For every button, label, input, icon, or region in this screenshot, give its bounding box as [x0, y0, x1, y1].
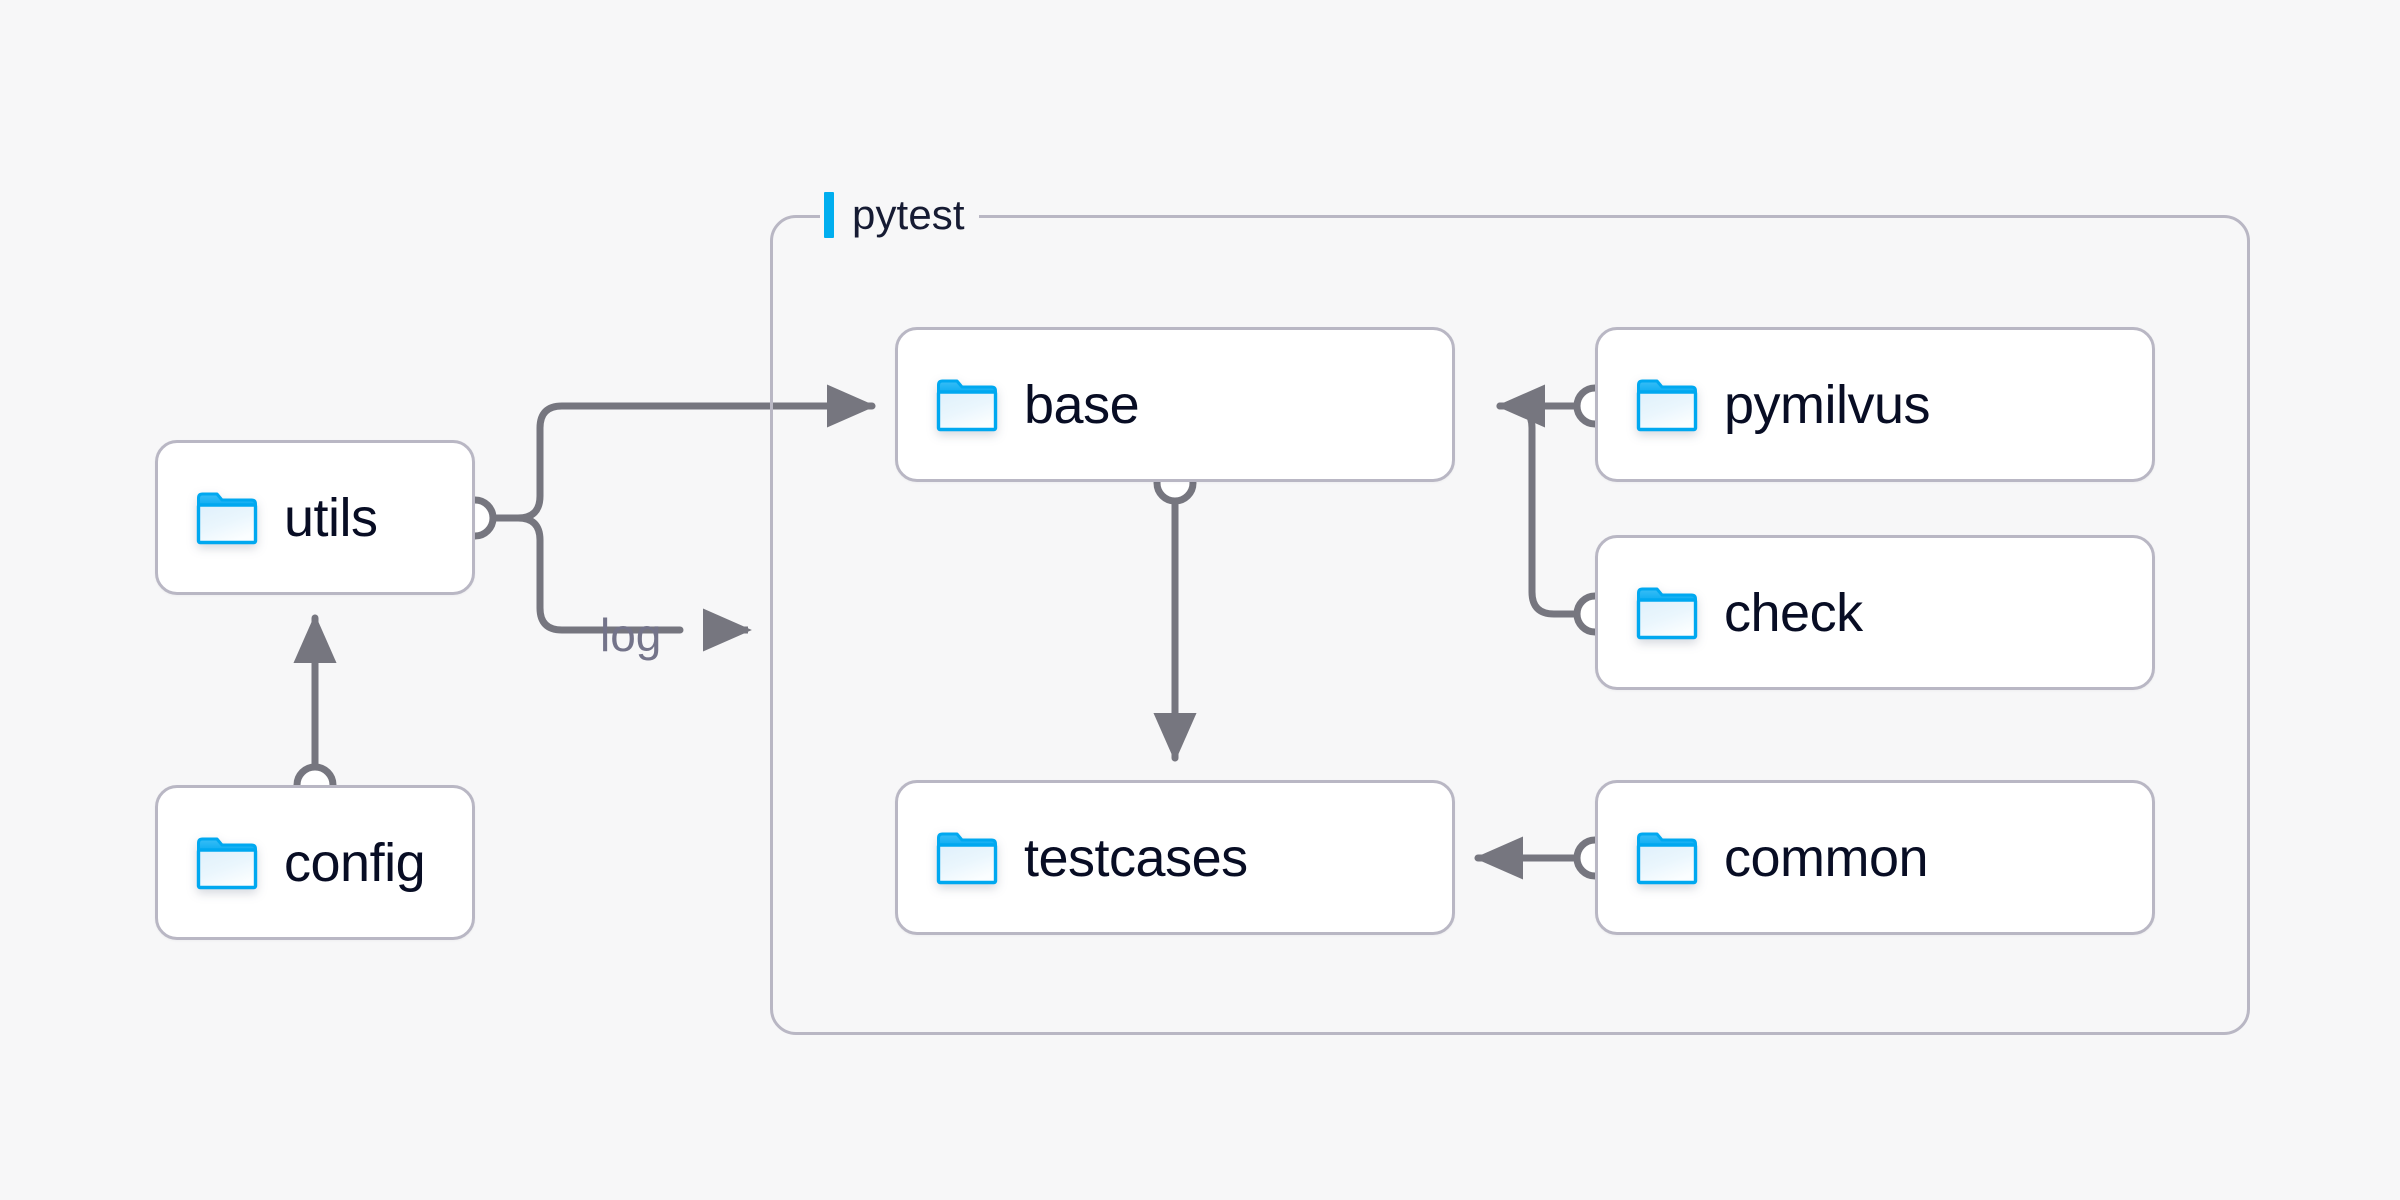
node-check[interactable]: check [1595, 535, 2155, 690]
node-content: testcases [898, 831, 1248, 885]
node-content: config [158, 832, 426, 893]
node-label: pymilvus [1724, 374, 1931, 435]
node-content: pymilvus [1598, 374, 1931, 435]
group-container-pytest[interactable] [770, 215, 2250, 1035]
node-label: config [284, 832, 426, 893]
group-title-pytest: pytest [820, 184, 979, 246]
folder-icon [936, 379, 998, 431]
node-testcases[interactable]: testcases [895, 780, 1455, 935]
folder-icon [1636, 832, 1698, 884]
node-content: utils [158, 491, 378, 545]
group-title-label: pytest [852, 191, 965, 238]
node-label: check [1724, 582, 1863, 643]
node-label: utils [284, 487, 378, 548]
node-content: base [898, 374, 1140, 435]
node-content: common [1598, 827, 1929, 888]
folder-icon [1636, 379, 1698, 431]
edge-label-log: log [600, 609, 662, 661]
node-utils[interactable]: utils [155, 440, 475, 595]
node-content: check [1598, 586, 1863, 640]
node-pymilvus[interactable]: pymilvus [1595, 327, 2155, 482]
group-accent-bar [824, 192, 834, 238]
node-config[interactable]: config [155, 785, 475, 940]
node-common[interactable]: common [1595, 780, 2155, 935]
node-label: testcases [1024, 827, 1248, 888]
node-base[interactable]: base [895, 327, 1455, 482]
node-label: base [1024, 374, 1140, 435]
folder-icon [1636, 587, 1698, 639]
folder-icon [936, 832, 998, 884]
node-label: common [1724, 827, 1929, 888]
folder-icon [196, 492, 258, 544]
folder-icon [196, 837, 258, 889]
